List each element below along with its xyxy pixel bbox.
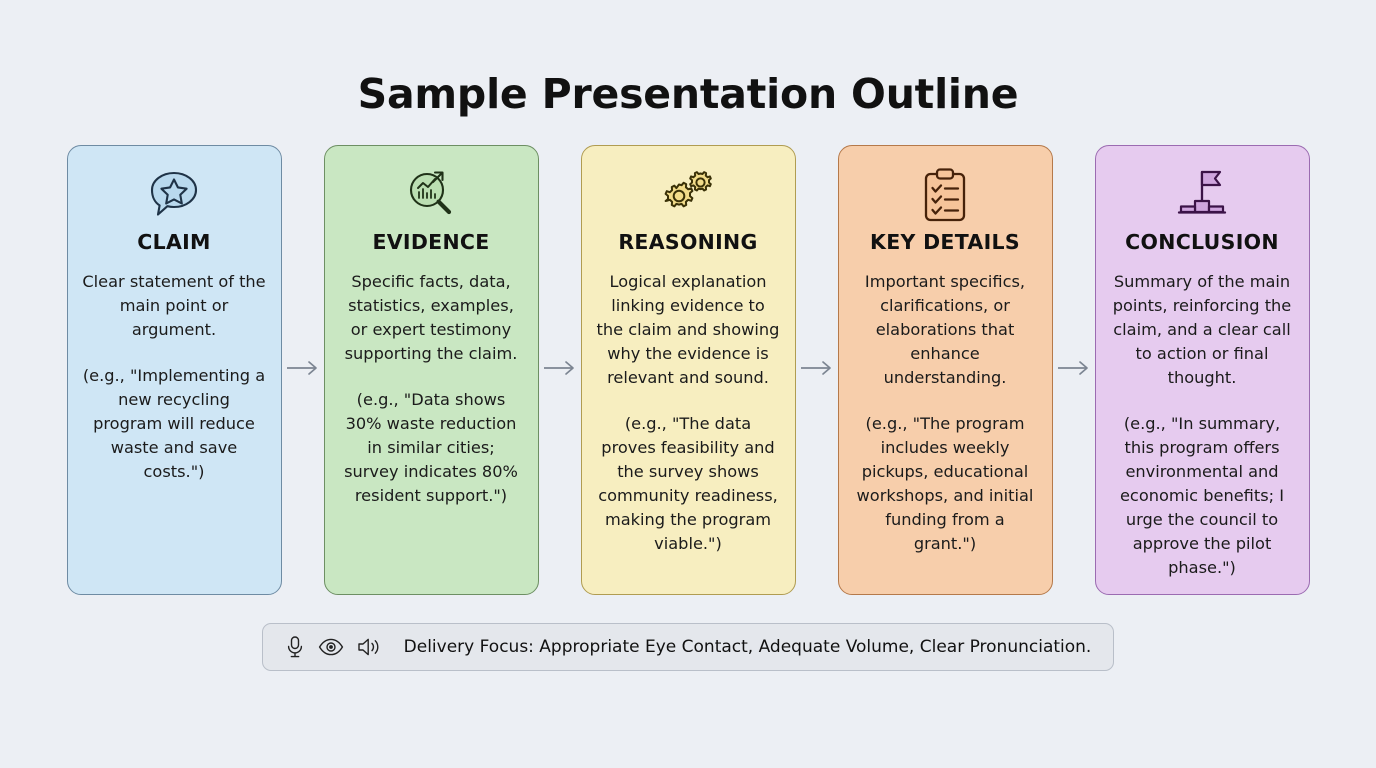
arrow-right-icon — [286, 360, 320, 380]
card-title-reasoning: REASONING — [618, 230, 758, 255]
card-description-conclusion: Summary of the main points, reinforcing … — [1112, 272, 1292, 387]
flow-connector-2 — [539, 145, 581, 595]
card-description-reasoning: Logical explanation linking evidence to … — [596, 272, 780, 387]
card-claim[interactable]: CLAIM Clear statement of the main point o… — [66, 145, 282, 595]
card-description-evidence: Specific facts, data, statistics, exampl… — [344, 272, 518, 363]
speaker-volume-icon — [357, 636, 383, 658]
clipboard-checklist-icon — [920, 166, 970, 224]
card-example-key-details: (e.g., "The program includes weekly pick… — [856, 413, 1034, 553]
microphone-icon — [285, 635, 305, 659]
page-title: Sample Presentation Outline — [357, 70, 1019, 118]
delivery-focus-text: Delivery Focus: Appropriate Eye Contact,… — [403, 636, 1092, 657]
card-evidence[interactable]: EVIDENCE Specific facts, data, statistics… — [323, 145, 539, 595]
card-title-evidence: EVIDENCE — [372, 230, 490, 255]
speech-bubble-star-icon — [146, 166, 202, 224]
podium-flag-icon — [1173, 166, 1231, 224]
eye-icon — [318, 637, 344, 657]
arrow-right-icon — [543, 360, 577, 380]
arrow-right-icon — [1057, 360, 1091, 380]
outline-flow: CLAIM Clear statement of the main point o… — [66, 145, 1310, 595]
flow-connector-4 — [1053, 145, 1095, 595]
card-description-claim: Clear statement of the main point or arg… — [82, 272, 266, 340]
card-description-key-details: Important specifics, clarifications, or … — [864, 272, 1026, 387]
flow-connector-3 — [796, 145, 838, 595]
card-example-conclusion: (e.g., "In summary, this program offers … — [1119, 413, 1285, 577]
card-example-claim: (e.g., "Implementing a new recycling pro… — [82, 366, 266, 481]
magnifier-chart-icon — [403, 166, 459, 224]
card-example-evidence: (e.g., "Data shows 30% waste reduction i… — [344, 389, 518, 505]
card-example-reasoning: (e.g., "The data proves feasibility and … — [598, 413, 778, 553]
card-conclusion[interactable]: CONCLUSION Summary of the main points, re… — [1094, 145, 1310, 595]
card-title-conclusion: CONCLUSION — [1125, 230, 1279, 255]
card-reasoning[interactable]: REASONING Logical explanation linking evi… — [580, 145, 796, 595]
flow-connector-1 — [282, 145, 324, 595]
arrow-right-icon — [800, 360, 834, 380]
card-title-claim: CLAIM — [137, 230, 211, 255]
card-key-details[interactable]: KEY DETAILS Important specifics, clarific… — [837, 145, 1053, 595]
card-title-key-details: KEY DETAILS — [870, 230, 1020, 255]
gears-icon — [659, 166, 717, 224]
delivery-focus-bar: Delivery Focus: Appropriate Eye Contact,… — [261, 622, 1115, 671]
